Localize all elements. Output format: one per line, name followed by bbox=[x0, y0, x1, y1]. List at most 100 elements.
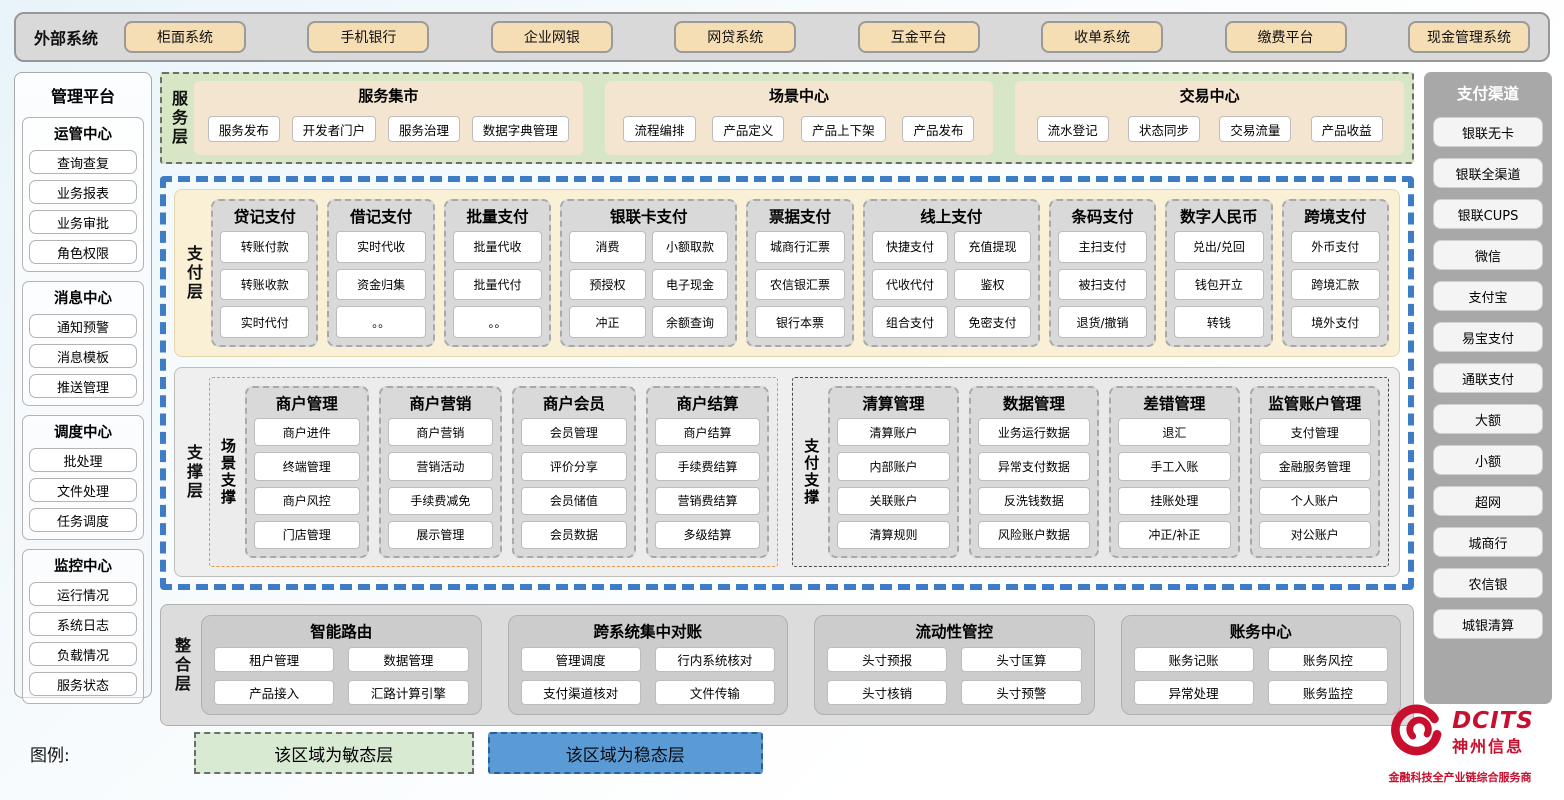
payment-item-button[interactable]: 农信银汇票 bbox=[755, 269, 844, 301]
payment-item-button[interactable]: 钱包开立 bbox=[1174, 269, 1263, 301]
integration-item-button[interactable]: 管理调度 bbox=[521, 647, 641, 672]
payment-item-button[interactable]: 。。 bbox=[336, 306, 425, 338]
integration-item-button[interactable]: 头寸匡算 bbox=[961, 647, 1081, 672]
payment-item-button[interactable]: 小额取款 bbox=[652, 231, 729, 263]
channel-button[interactable]: 大额 bbox=[1433, 404, 1543, 434]
external-system-button[interactable]: 网贷系统 bbox=[674, 21, 796, 53]
support-item-button[interactable]: 评价分享 bbox=[521, 452, 627, 480]
support-item-button[interactable]: 商户风控 bbox=[254, 487, 360, 515]
service-item-button[interactable]: 数据字典管理 bbox=[472, 116, 569, 142]
external-system-button[interactable]: 缴费平台 bbox=[1225, 21, 1347, 53]
channel-button[interactable]: 银联无卡 bbox=[1433, 117, 1543, 147]
service-item-button[interactable]: 开发者门户 bbox=[292, 116, 377, 142]
integration-item-button[interactable]: 汇路计算引擎 bbox=[348, 680, 468, 705]
service-item-button[interactable]: 产品定义 bbox=[712, 116, 784, 142]
support-item-button[interactable]: 会员数据 bbox=[521, 521, 627, 549]
payment-item-button[interactable]: 主扫支付 bbox=[1058, 231, 1147, 263]
payment-item-button[interactable]: 免密支付 bbox=[954, 306, 1031, 338]
support-item-button[interactable]: 业务运行数据 bbox=[978, 418, 1090, 446]
integration-item-button[interactable]: 账务风控 bbox=[1268, 647, 1388, 672]
sidebar-item-button[interactable]: 消息模板 bbox=[29, 344, 137, 368]
support-item-button[interactable]: 商户进件 bbox=[254, 418, 360, 446]
integration-item-button[interactable]: 支付渠道核对 bbox=[521, 680, 641, 705]
service-item-button[interactable]: 服务治理 bbox=[388, 116, 460, 142]
support-item-button[interactable]: 异常支付数据 bbox=[978, 452, 1090, 480]
payment-item-button[interactable]: 外币支付 bbox=[1291, 231, 1380, 263]
service-item-button[interactable]: 产品发布 bbox=[902, 116, 974, 142]
channel-button[interactable]: 易宝支付 bbox=[1433, 322, 1543, 352]
integration-item-button[interactable]: 文件传输 bbox=[655, 680, 775, 705]
support-item-button[interactable]: 金融服务管理 bbox=[1259, 452, 1371, 480]
sidebar-item-button[interactable]: 负载情况 bbox=[29, 642, 137, 666]
payment-item-button[interactable]: 实时代付 bbox=[220, 306, 309, 338]
sidebar-item-button[interactable]: 服务状态 bbox=[29, 672, 137, 696]
channel-button[interactable]: 城商行 bbox=[1433, 527, 1543, 557]
support-item-button[interactable]: 个人账户 bbox=[1259, 487, 1371, 515]
support-item-button[interactable]: 退汇 bbox=[1118, 418, 1230, 446]
support-item-button[interactable]: 对公账户 bbox=[1259, 521, 1371, 549]
support-item-button[interactable]: 反洗钱数据 bbox=[978, 487, 1090, 515]
service-item-button[interactable]: 状态同步 bbox=[1128, 116, 1200, 142]
channel-button[interactable]: 农信银 bbox=[1433, 568, 1543, 598]
payment-item-button[interactable]: 转账付款 bbox=[220, 231, 309, 263]
external-system-button[interactable]: 企业网银 bbox=[491, 21, 613, 53]
service-item-button[interactable]: 流水登记 bbox=[1037, 116, 1109, 142]
payment-item-button[interactable]: 转账收款 bbox=[220, 269, 309, 301]
integration-item-button[interactable]: 头寸预警 bbox=[961, 680, 1081, 705]
support-item-button[interactable]: 商户营销 bbox=[388, 418, 494, 446]
sidebar-item-button[interactable]: 系统日志 bbox=[29, 612, 137, 636]
support-item-button[interactable]: 营销费结算 bbox=[655, 487, 761, 515]
support-item-button[interactable]: 挂账处理 bbox=[1118, 487, 1230, 515]
sidebar-item-button[interactable]: 推送管理 bbox=[29, 374, 137, 398]
payment-item-button[interactable]: 。。 bbox=[453, 306, 542, 338]
payment-item-button[interactable]: 兑出/兑回 bbox=[1174, 231, 1263, 263]
support-item-button[interactable]: 展示管理 bbox=[388, 521, 494, 549]
service-item-button[interactable]: 服务发布 bbox=[208, 116, 280, 142]
support-item-button[interactable]: 终端管理 bbox=[254, 452, 360, 480]
channel-button[interactable]: 银联全渠道 bbox=[1433, 158, 1543, 188]
service-item-button[interactable]: 流程编排 bbox=[623, 116, 695, 142]
integration-item-button[interactable]: 数据管理 bbox=[348, 647, 468, 672]
sidebar-item-button[interactable]: 批处理 bbox=[29, 448, 137, 472]
support-item-button[interactable]: 门店管理 bbox=[254, 521, 360, 549]
payment-item-button[interactable]: 城商行汇票 bbox=[755, 231, 844, 263]
sidebar-item-button[interactable]: 业务审批 bbox=[29, 210, 137, 234]
payment-item-button[interactable]: 组合支付 bbox=[872, 306, 949, 338]
support-item-button[interactable]: 关联账户 bbox=[837, 487, 949, 515]
payment-item-button[interactable]: 银行本票 bbox=[755, 306, 844, 338]
support-item-button[interactable]: 清算规则 bbox=[837, 521, 949, 549]
channel-button[interactable]: 超网 bbox=[1433, 486, 1543, 516]
payment-item-button[interactable]: 充值提现 bbox=[954, 231, 1031, 263]
support-item-button[interactable]: 会员储值 bbox=[521, 487, 627, 515]
external-system-button[interactable]: 收单系统 bbox=[1041, 21, 1163, 53]
integration-item-button[interactable]: 产品接入 bbox=[214, 680, 334, 705]
sidebar-item-button[interactable]: 通知预警 bbox=[29, 314, 137, 338]
channel-button[interactable]: 通联支付 bbox=[1433, 363, 1543, 393]
channel-button[interactable]: 小额 bbox=[1433, 445, 1543, 475]
payment-item-button[interactable]: 冲正 bbox=[569, 306, 646, 338]
payment-item-button[interactable]: 批量代收 bbox=[453, 231, 542, 263]
payment-item-button[interactable]: 资金归集 bbox=[336, 269, 425, 301]
sidebar-item-button[interactable]: 角色权限 bbox=[29, 240, 137, 264]
payment-item-button[interactable]: 代收代付 bbox=[872, 269, 949, 301]
support-item-button[interactable]: 手工入账 bbox=[1118, 452, 1230, 480]
sidebar-item-button[interactable]: 业务报表 bbox=[29, 180, 137, 204]
support-item-button[interactable]: 会员管理 bbox=[521, 418, 627, 446]
support-item-button[interactable]: 多级结算 bbox=[655, 521, 761, 549]
support-item-button[interactable]: 内部账户 bbox=[837, 452, 949, 480]
payment-item-button[interactable]: 快捷支付 bbox=[872, 231, 949, 263]
integration-item-button[interactable]: 行内系统核对 bbox=[655, 647, 775, 672]
sidebar-item-button[interactable]: 任务调度 bbox=[29, 508, 137, 532]
external-system-button[interactable]: 现金管理系统 bbox=[1408, 21, 1530, 53]
support-item-button[interactable]: 商户结算 bbox=[655, 418, 761, 446]
channel-button[interactable]: 城银清算 bbox=[1433, 609, 1543, 639]
payment-item-button[interactable]: 余额查询 bbox=[652, 306, 729, 338]
service-item-button[interactable]: 交易流量 bbox=[1219, 116, 1291, 142]
external-system-button[interactable]: 互金平台 bbox=[858, 21, 980, 53]
support-item-button[interactable]: 手续费结算 bbox=[655, 452, 761, 480]
integration-item-button[interactable]: 租户管理 bbox=[214, 647, 334, 672]
payment-item-button[interactable]: 退货/撤销 bbox=[1058, 306, 1147, 338]
integration-item-button[interactable]: 异常处理 bbox=[1134, 680, 1254, 705]
payment-item-button[interactable]: 电子现金 bbox=[652, 269, 729, 301]
channel-button[interactable]: 支付宝 bbox=[1433, 281, 1543, 311]
